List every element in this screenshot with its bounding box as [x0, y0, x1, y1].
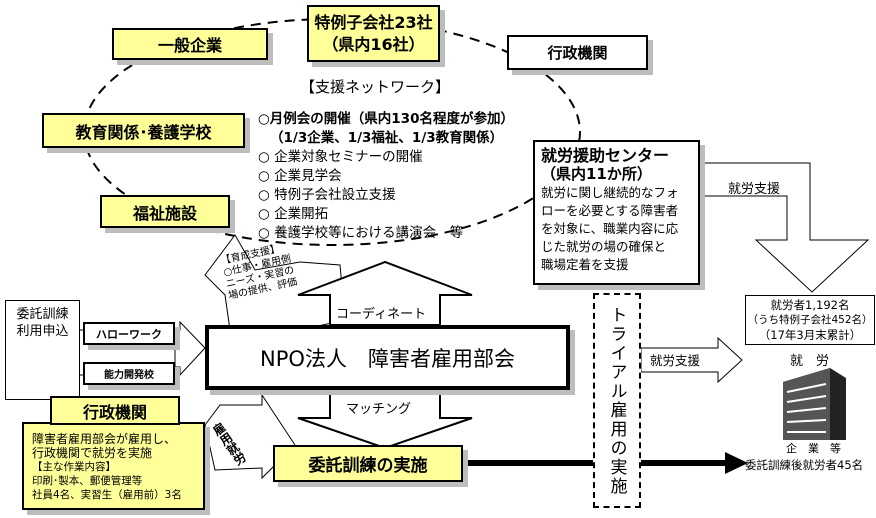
company-label: 企 業 等: [786, 442, 841, 455]
application-arrow: [174, 320, 206, 377]
support-center-desc: を対象に、職業内容に応: [541, 221, 679, 236]
support-center-desc: 職場定着を支援: [541, 257, 629, 272]
tokurei-employed-count: （うち特例子会社452名）: [747, 313, 873, 326]
staff-count: 社員4名、実習生（雇用前）3名: [32, 489, 182, 501]
network-activities: ○月例会の開催（県内130名程度が参加） （1/3企業、1/3福祉、1/3教育関…: [258, 110, 514, 243]
npo-box: NPO法人 障害者雇用部会: [205, 325, 570, 390]
support-center-title: 就労援助センター: [541, 146, 670, 165]
work-title: 【主な作業内容】: [32, 461, 116, 473]
applicant-box: 委託訓練 利用申込: [5, 300, 80, 400]
coordinate-arrow: [297, 260, 473, 326]
employment-support-down-arrow: [700, 162, 870, 293]
coordinate-label: コーディネート: [336, 307, 427, 322]
applicant-label: 委託訓練: [16, 307, 69, 322]
work-label: 就 労: [790, 354, 830, 369]
general-company-box: 一般企業: [112, 28, 268, 60]
support-center-box: 就労援助センター （県内11か所） 就労に関し継続的なフォ ローを必要とする障害…: [533, 140, 700, 285]
activity-item: ○ 特例子会社設立支援: [258, 187, 396, 203]
building-icon: [783, 368, 846, 440]
tokurei-companies-box: 特例子会社23社 （県内16社）: [307, 5, 440, 62]
gov-agency-bottom-title: 行政機関: [50, 396, 180, 425]
tokurei-prefecture-count: （県内16社）: [322, 34, 425, 54]
activity-item: ○ 企業対象セミナーの開催: [258, 149, 423, 165]
activity-item: ○ 企業見学会: [258, 168, 342, 184]
employment-support-top-label: 就労支援: [728, 182, 781, 197]
matching-label: マッチング: [346, 402, 412, 417]
activity-item: ○ 企業開拓: [258, 206, 329, 222]
activity-item: ○月例会の開催（県内130名程度が参加）: [258, 111, 514, 127]
matching-arrow: [297, 389, 473, 450]
education-box: 教育関係･養護学校: [42, 113, 245, 148]
work-content: 印刷･製本、郵便管理等: [32, 475, 143, 487]
after-training-count: 委託訓練後就労者45名: [745, 458, 864, 472]
employed-count: 就労者1,192名: [770, 297, 850, 312]
activity-item: ○ 養護学校等における講演会 等: [258, 225, 464, 241]
support-center-count: （県内11か所）: [541, 165, 652, 183]
applicant-label: 利用申込: [16, 324, 69, 339]
support-center-desc: じた就労の場の確保と: [541, 239, 667, 254]
hellowork-box: ハローワーク: [83, 322, 175, 345]
gov-desc: 障害者雇用部会が雇用し、: [32, 432, 177, 446]
employment-support-right-arrow: [640, 336, 743, 384]
support-center-desc: ローを必要とする障害者: [541, 203, 679, 218]
employment-support-right-label: 就労支援: [650, 353, 701, 368]
trial-employment-box: トライアル雇用の実施: [593, 293, 641, 508]
welfare-box: 福祉施設: [100, 195, 230, 228]
gov-agency-desc-box: 障害者雇用部会が雇用し、 行政機関で就労を実施 【主な作業内容】 印刷･製本、郵…: [22, 422, 205, 510]
tokurei-count: 特例子会社23社: [314, 12, 433, 32]
network-title: 【支援ネットワーク】: [300, 78, 451, 96]
cumulative-date: （17年3月末累計）: [758, 327, 862, 342]
vocational-school-box: 能力開発校: [83, 362, 175, 385]
gov-desc: 行政機関で就労を実施: [32, 446, 153, 460]
activity-item: （1/3企業、1/3福祉、1/3教育関係）: [270, 130, 504, 146]
support-center-desc: 就労に関し継続的なフォ: [541, 185, 679, 200]
training-box: 委託訓練の実施: [273, 445, 463, 482]
gov-agency-top-box: 行政機関: [507, 35, 648, 70]
result-box: 就労者1,192名 （うち特例子会社452名） （17年3月末累計）: [745, 295, 875, 345]
